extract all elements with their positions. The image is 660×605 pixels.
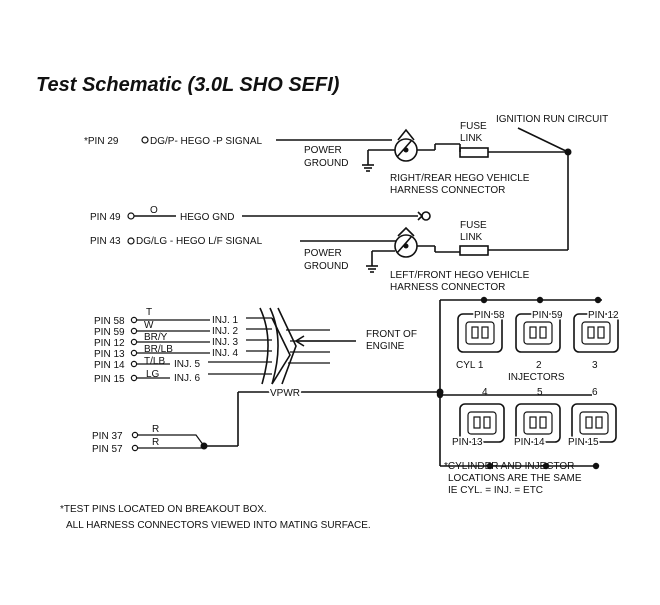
- inj-label: INJ. 2: [212, 326, 239, 337]
- hego-gnd-color-label: O: [150, 205, 158, 216]
- inj-pin-label: PIN 13: [94, 349, 125, 360]
- inj-label: INJ. 6: [174, 373, 201, 384]
- inj-pin-label: PIN 12: [94, 338, 125, 349]
- pin-57-terminal: [131, 444, 139, 452]
- connector-cyl-label: 2: [536, 360, 542, 371]
- inj-pin-label: PIN 14: [94, 360, 125, 371]
- injectors-label: INJECTORS: [508, 372, 565, 383]
- connector-num-label: 6: [592, 387, 598, 398]
- injector-connector-2: PIN 59 2: [515, 309, 565, 371]
- inj-pin-terminal: [130, 349, 138, 357]
- pin-29-terminal: [141, 136, 149, 144]
- pin-37-label: PIN 37: [92, 431, 123, 442]
- hego-gnd-connector-icon: [417, 211, 431, 221]
- injector-pin-rows: PIN 58 PIN 59 PIN 12 PIN 13 PIN 14 PIN 1…: [94, 307, 239, 385]
- connector-pin-label: PIN 58: [474, 310, 505, 321]
- pin-49-label: PIN 49: [90, 212, 121, 223]
- footnote-harness-connectors: ALL HARNESS CONNECTORS VIEWED INTO MATIN…: [66, 520, 371, 531]
- arrow-head-icon: [294, 335, 305, 347]
- rear-hego-signal-label: DG/P- HEGO -P SIGNAL: [150, 136, 262, 147]
- inj-pin-label: PIN 15: [94, 374, 125, 385]
- inj-label: INJ. 4: [212, 348, 239, 359]
- cylinder-note: *CYLINDER AND INJECTOR LOCATIONS ARE THE…: [444, 461, 584, 496]
- connector-pin-label: PIN 12: [588, 310, 619, 321]
- ground-symbol-2-icon: [366, 251, 378, 273]
- pin-43-label: PIN 43: [90, 236, 121, 247]
- connector-num-label: 5: [537, 387, 543, 398]
- inj-pin-terminal: [130, 316, 138, 324]
- inj-pin-terminal: [130, 360, 138, 368]
- connector-cyl-label: CYL 1: [456, 360, 484, 371]
- pin-37-terminal: [131, 431, 139, 439]
- injector-connector-6: 6 PIN 15: [567, 387, 617, 450]
- connector-pin-label: PIN 15: [568, 437, 599, 448]
- connector-cyl-label: 3: [592, 360, 598, 371]
- inj-wire-color-label: T/LB: [144, 356, 165, 367]
- inj-pin-terminal: [130, 338, 138, 346]
- page-title: Test Schematic (3.0L SHO SEFI): [36, 74, 340, 96]
- inj-pin-terminal: [130, 374, 138, 382]
- inj-wire-color-label: T: [146, 307, 152, 318]
- ground-symbol-1-icon: [362, 150, 374, 172]
- inj-wire-color-label: W: [144, 320, 154, 331]
- connector-pin-label: PIN 59: [532, 310, 563, 321]
- inj-label: INJ. 5: [174, 359, 201, 370]
- fuse-link-2-icon: [459, 245, 489, 256]
- footnote-test-pins: *TEST PINS LOCATED ON BREAKOUT BOX.: [60, 504, 267, 515]
- injector-connector-5: 5 PIN 14: [513, 387, 561, 450]
- pin-57-color-label: R: [152, 437, 159, 448]
- connector-pin-label: PIN 13: [452, 437, 483, 448]
- injector-connector-4: 4 PIN 13: [451, 387, 505, 450]
- front-hego-signal-label: DG/LG - HEGO L/F SIGNAL: [136, 236, 263, 247]
- inj-label: INJ. 1: [212, 315, 239, 326]
- pin-37-color-label: R: [152, 424, 159, 435]
- connector-num-label: 4: [482, 387, 488, 398]
- connector-pin-label: PIN 14: [514, 437, 545, 448]
- inj-pin-label: PIN 59: [94, 327, 125, 338]
- fuse-link-1-icon: [459, 147, 489, 158]
- ignition-leader: [517, 127, 569, 153]
- inj-wire-color-label: LG: [146, 369, 160, 380]
- inj-pin-terminal: [130, 327, 138, 335]
- inj-pin-label: PIN 58: [94, 316, 125, 327]
- injector-connector-1: PIN 58 CYL 1: [456, 309, 507, 372]
- pin-43-terminal: [127, 237, 135, 245]
- inj-label: INJ. 3: [212, 337, 239, 348]
- ignition-run-label: IGNITION RUN CIRCUIT: [496, 114, 608, 125]
- inj-wire-color-label: BR/LB: [144, 344, 173, 355]
- pin-29-label: *PIN 29: [84, 136, 119, 147]
- vpwr-label: VPWR: [270, 388, 300, 399]
- injector-connector-3: PIN 12 3: [573, 309, 621, 371]
- hego-gnd-label: HEGO GND: [180, 212, 234, 223]
- inj-wire-color-label: BR/Y: [144, 332, 168, 343]
- rear-hego-connector-icon: [394, 128, 418, 162]
- pin-57-label: PIN 57: [92, 444, 123, 455]
- injector-harness-bundle: [208, 307, 330, 385]
- pin-49-terminal: [127, 212, 135, 220]
- front-hego-connector-icon: [394, 226, 418, 258]
